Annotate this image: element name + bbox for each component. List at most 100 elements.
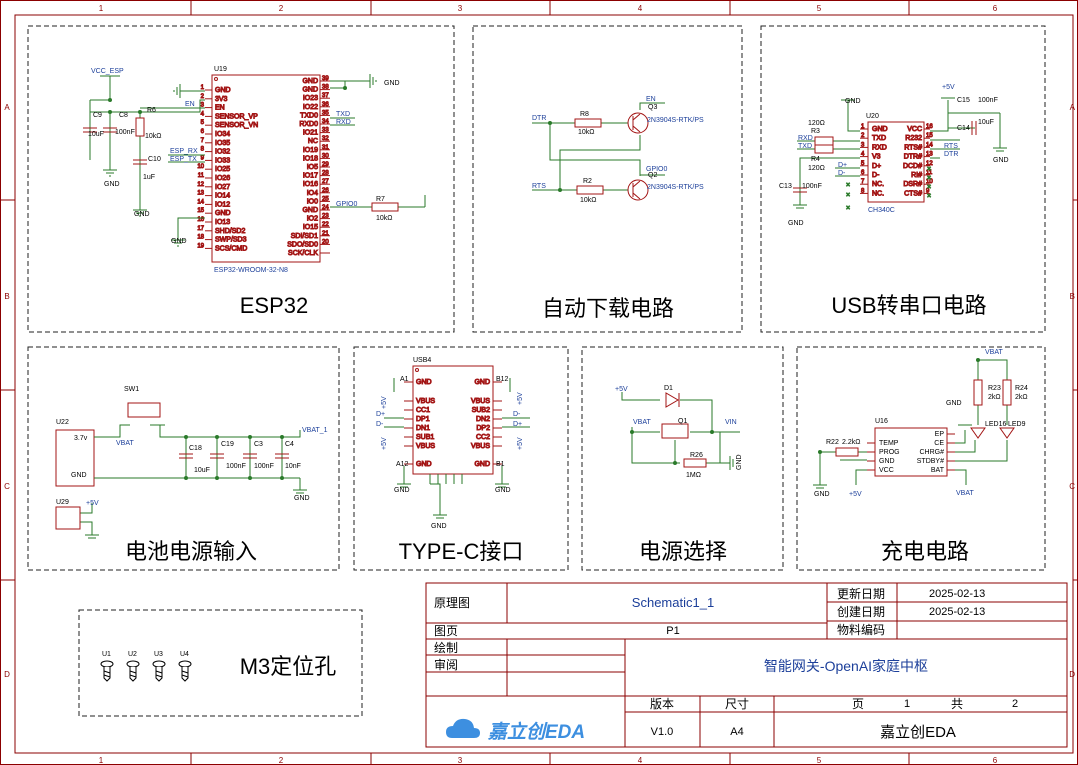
- r22-value: 2.2kΩ: [842, 439, 860, 446]
- tb-version: V1.0: [651, 726, 674, 738]
- net-gpio0: GPIO0: [646, 166, 668, 173]
- pin-a12: A12: [396, 461, 409, 468]
- power-select-circuit: +5V D1 VBAT Q1 VIN R26 1MΩ GND: [615, 385, 743, 479]
- tb-updated-date: 2025-02-13: [929, 588, 985, 600]
- pin-b12: B12: [496, 376, 509, 383]
- r3-value: 120Ω: [808, 120, 825, 127]
- u22-pin2: GND: [71, 472, 87, 479]
- ch340-pin-label: R232: [905, 135, 922, 142]
- typec-pin-label: SUB1: [416, 434, 434, 441]
- svg-text:×: ×: [846, 182, 850, 189]
- esp32-pin-number: 11: [198, 173, 205, 179]
- esp32-pin-number: 8: [201, 147, 205, 153]
- col-label: 4: [638, 4, 643, 13]
- esp32-pin-label: IO14: [215, 193, 230, 200]
- c14-ref: C14: [957, 125, 970, 132]
- net-vcc-esp: VCC_ESP: [91, 68, 124, 75]
- esp32-module: [211, 74, 321, 263]
- typec-pin-label: VBUS: [416, 398, 435, 405]
- ch340-pin-label: VCC: [907, 126, 922, 133]
- ch340-pin-number: 15: [926, 133, 933, 139]
- row-label: C: [1069, 482, 1075, 491]
- r8-ref: R8: [580, 111, 589, 118]
- net-dp: D+: [838, 162, 847, 169]
- u16-pin-label: BAT: [931, 467, 945, 474]
- net-dtr: DTR: [532, 115, 546, 122]
- esp32-pin-number: 21: [322, 231, 329, 237]
- r23-resistor: [973, 379, 983, 406]
- ch340-ref: U20: [866, 113, 879, 120]
- tb-material-label: 物料编码: [837, 622, 885, 637]
- esp32-pin-label: NC: [308, 138, 318, 145]
- col-label: 6: [993, 4, 998, 13]
- esp32-pin-number: 17: [197, 226, 204, 232]
- esp32-pin-label: SDO/SD0: [287, 241, 318, 248]
- esp32-ref: U19: [214, 66, 227, 73]
- gnd-label: GND: [171, 238, 187, 245]
- gnd-label: GND: [431, 523, 447, 530]
- ch340-pin-label: DSR#: [903, 181, 922, 188]
- svg-text:×: ×: [846, 205, 850, 212]
- net-5v: +5V: [517, 392, 524, 405]
- typec-pin-label: DP2: [476, 425, 490, 432]
- typec-pin-label: GND: [416, 379, 432, 386]
- gnd-label: GND: [294, 495, 310, 502]
- net-esp-tx: ESP_TX: [170, 156, 197, 163]
- net-5v: +5V: [381, 437, 388, 450]
- r2-resistor: [576, 185, 604, 195]
- led16-ref: LED16: [985, 421, 1007, 428]
- c18-value: 10uF: [194, 467, 210, 474]
- gnd-label: GND: [736, 454, 743, 470]
- net-rxd: RXD: [336, 119, 351, 126]
- c18-ref: C18: [189, 445, 202, 452]
- c13-ref: C13: [779, 183, 792, 190]
- ch340-pin-number: 14: [926, 142, 933, 148]
- esp32-pin-label: SDI/SD1: [291, 233, 318, 240]
- net-gpio0: GPIO0: [336, 201, 358, 208]
- esp32-pin-label: SENSOR_VN: [215, 122, 258, 129]
- u29-ref: U29: [56, 499, 69, 506]
- battery-connector: [55, 429, 95, 487]
- tb-created-label: 创建日期: [837, 605, 885, 619]
- u29-connector: [55, 506, 81, 530]
- r22-ref: R22: [826, 439, 839, 446]
- screw-icon: [126, 660, 140, 682]
- net-vbat: VBAT: [985, 349, 1003, 356]
- ch340-pin-label: NC.: [872, 190, 884, 197]
- block-title-autodl: 自动下载电路: [542, 296, 674, 321]
- col-label: 3: [458, 756, 463, 765]
- ch340-pin-label: GND: [872, 126, 888, 133]
- ch340-pin-label: CTS#: [904, 190, 922, 197]
- tb-total-label: 共: [951, 697, 963, 711]
- net-dm: D-: [376, 421, 384, 428]
- col-label: 4: [638, 756, 643, 765]
- esp32-pin-label: GND: [302, 87, 318, 94]
- m3-hole-ref: U4: [180, 651, 189, 658]
- esp32-pin-number: 23: [322, 214, 329, 220]
- q1-ref: Q1: [678, 418, 687, 425]
- esp32-pin-label: IO17: [303, 173, 318, 180]
- u22-pin1: 3.7v: [74, 435, 88, 442]
- esp32-pin-number: 7: [201, 138, 205, 144]
- ch340-pin-label: RI#: [911, 172, 922, 179]
- esp32-pin-label: IO26: [215, 175, 230, 182]
- esp32-pin-number: 19: [197, 243, 204, 249]
- net-rts: RTS: [944, 143, 958, 150]
- screw-icon: [152, 660, 166, 682]
- r24-value: 2kΩ: [1015, 394, 1028, 401]
- ch340-pin-number: 7: [861, 179, 865, 185]
- esp32-pin-number: 37: [322, 93, 329, 99]
- esp32-pin-number: 35: [322, 110, 329, 116]
- row-label: D: [4, 670, 10, 679]
- r23-value: 2kΩ: [988, 394, 1001, 401]
- col-label: 1: [99, 756, 104, 765]
- esp32-pin-number: 33: [322, 128, 329, 134]
- r2-ref: R2: [583, 178, 592, 185]
- net-5v: +5V: [86, 500, 99, 507]
- col-label: 2: [279, 4, 284, 13]
- ch340-pin-label: NC.: [872, 181, 884, 188]
- q3-ref: Q3: [648, 104, 657, 111]
- col-label: 6: [993, 756, 998, 765]
